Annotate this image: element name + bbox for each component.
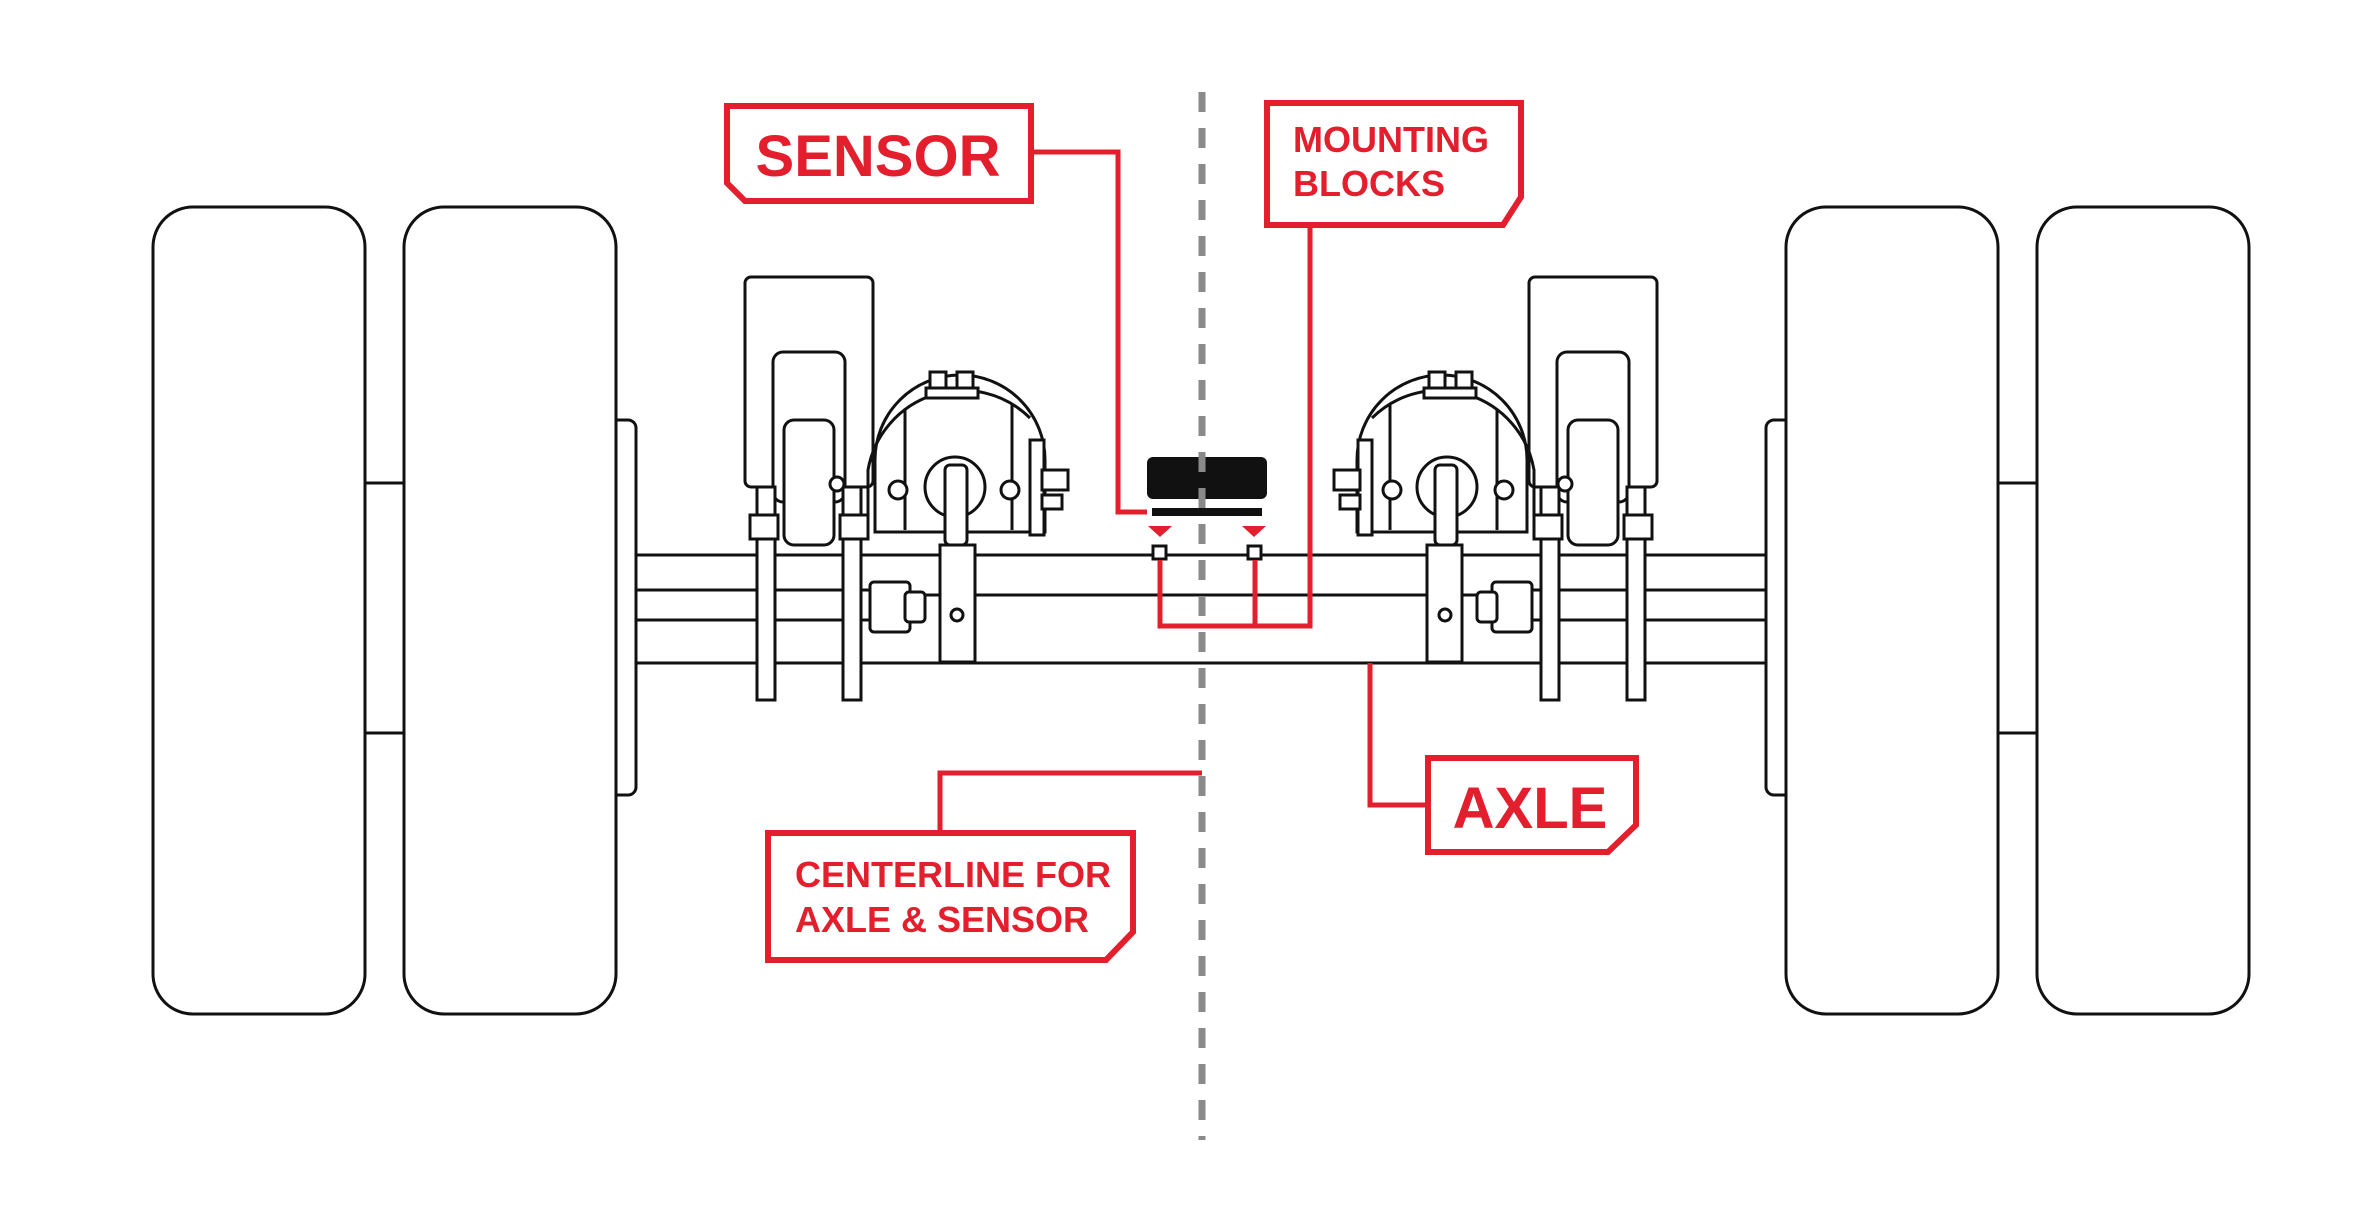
- sensor-leader: [1031, 149, 1147, 515]
- sensor-base: [1152, 508, 1262, 516]
- axle-leader: [1367, 663, 1428, 808]
- mounting-blocks-callout-box: [1264, 100, 1524, 228]
- suspension-left: [743, 275, 1070, 702]
- sensor-body: [1147, 457, 1267, 499]
- wheels-left: [151, 205, 638, 1016]
- tire-left-outer: [151, 205, 367, 1016]
- mounting-block-right: [1246, 544, 1263, 561]
- sensor-assembly: [1147, 457, 1267, 561]
- axle-callout-box: [1425, 755, 1639, 855]
- mounting-blocks-label-line1: MOUNTING: [1293, 119, 1489, 160]
- mounting-blocks-leader: [1157, 225, 1313, 629]
- sensor-callout-box: [724, 103, 1034, 204]
- wheels-right: [1764, 205, 2251, 1016]
- tire-right-inner-connector: [1993, 481, 2042, 735]
- tire-left-inner-connector: [361, 481, 410, 735]
- callouts: SENSOR MOUNTING BLOCKS AXLE CENTERLINE F…: [724, 100, 1639, 963]
- ubolt-right-top: [1433, 463, 1459, 547]
- clamp-left: [938, 543, 977, 664]
- centerline-label-line2: AXLE & SENSOR: [795, 899, 1089, 940]
- mounting-blocks-label-line2: BLOCKS: [1293, 163, 1445, 204]
- clamp-right: [1425, 543, 1464, 664]
- centerline-label-line1: CENTERLINE FOR: [795, 854, 1111, 895]
- axle-label: AXLE: [1453, 776, 1608, 841]
- tire-right-outer: [2035, 205, 2251, 1016]
- ubolt-left-top: [943, 463, 969, 547]
- mounting-block-left: [1151, 544, 1168, 561]
- tire-left-inner: [402, 205, 618, 1016]
- sensor-arrow-right: [1242, 526, 1266, 537]
- leader-lines: [937, 149, 1428, 833]
- sensor-arrow-left: [1148, 526, 1172, 537]
- suspension-right: [1332, 275, 1659, 702]
- sensor-label: SENSOR: [756, 124, 1001, 189]
- tire-right-inner: [1784, 205, 2000, 1016]
- centerline-leader: [937, 770, 1202, 833]
- centerline-callout-box: [765, 830, 1136, 963]
